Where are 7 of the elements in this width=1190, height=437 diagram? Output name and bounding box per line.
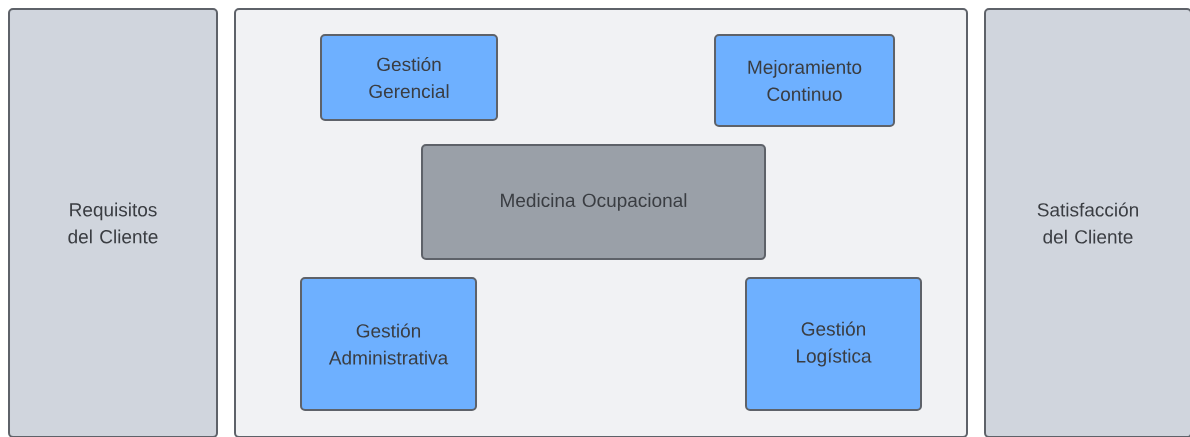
process-box: Mejoramiento Continuo: [714, 34, 895, 127]
process-box: Gestión Administrativa: [300, 277, 477, 411]
core-process-box: Medicina Ocupacional: [421, 144, 766, 260]
input-panel: Requisitos del Cliente: [8, 8, 218, 437]
process-box: Gestión Logística: [745, 277, 922, 411]
process-box: Gestión Gerencial: [320, 34, 498, 121]
output-panel: Satisfacción del Cliente: [984, 8, 1190, 437]
